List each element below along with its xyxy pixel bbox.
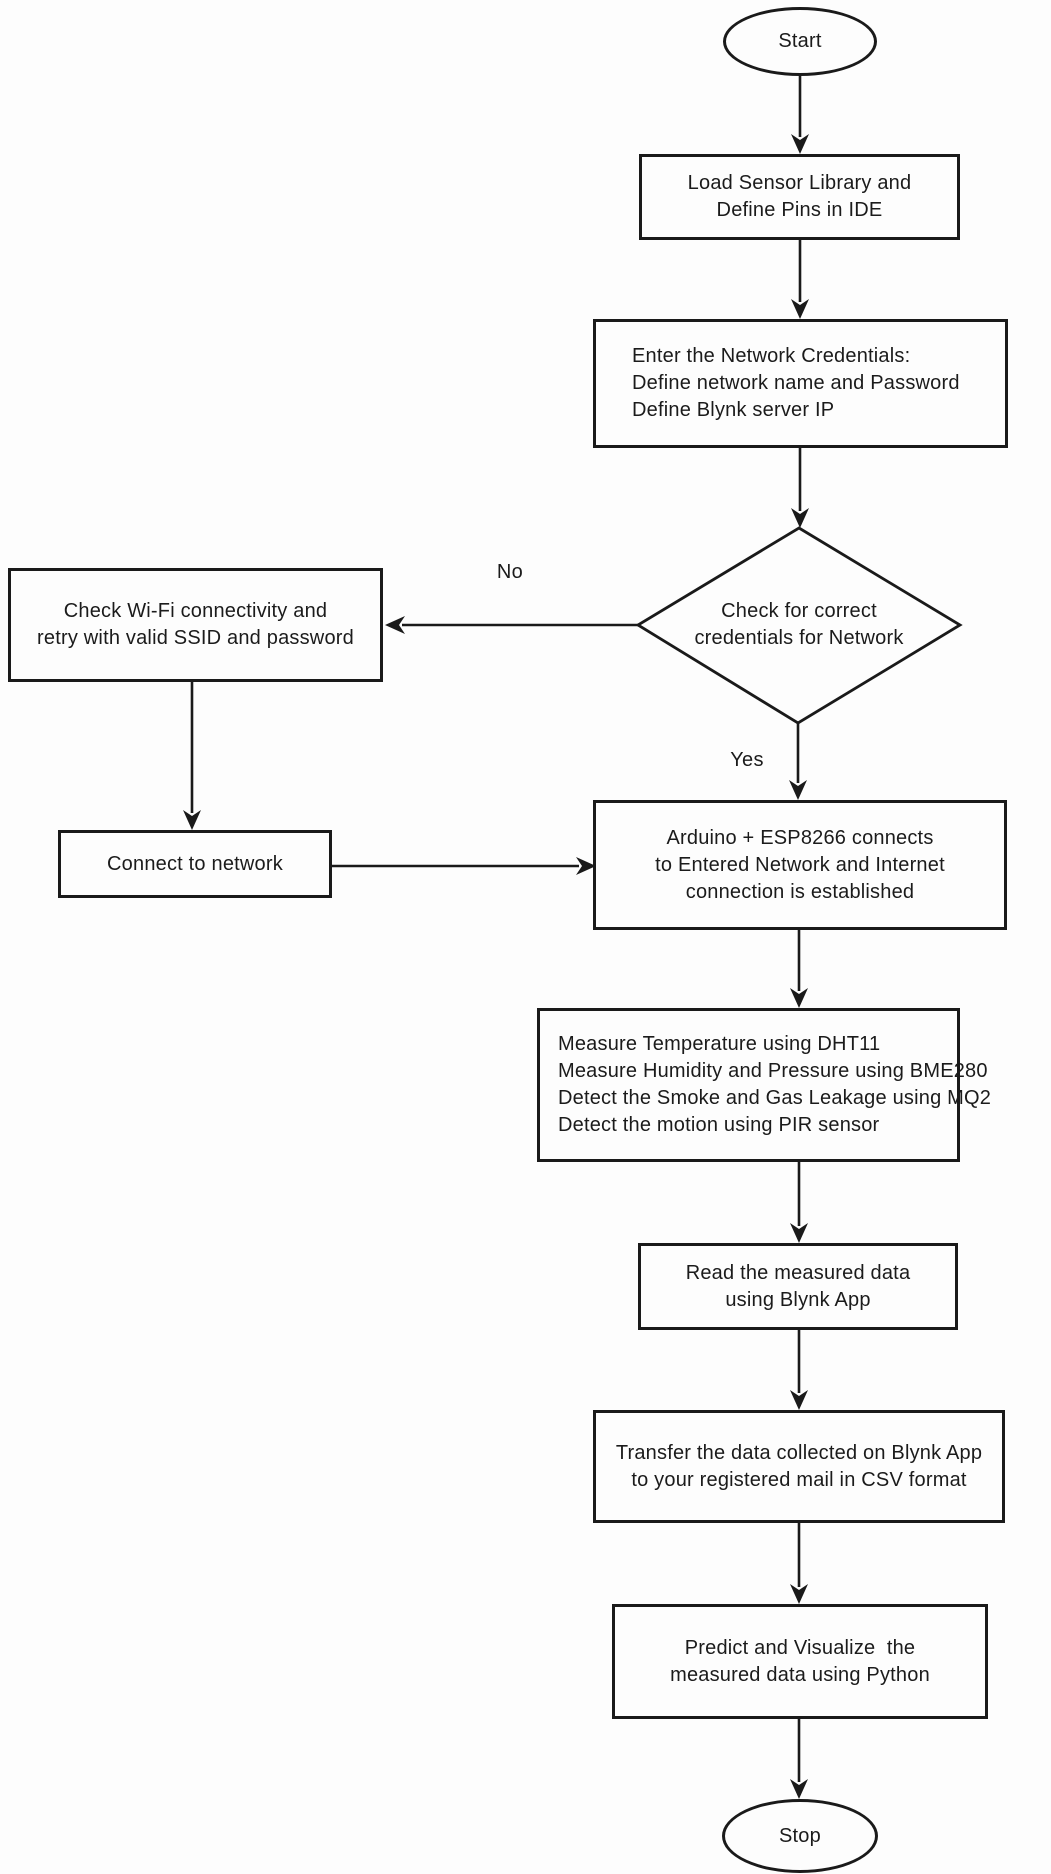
node-text-line: Transfer the data collected on Blynk App xyxy=(615,1441,983,1464)
edge-label-yes: Yes xyxy=(730,749,764,771)
process-transfer-data-csv: Transfer the data collected on Blynk App… xyxy=(593,1410,1005,1523)
edge-connect-to-arduino xyxy=(332,857,596,875)
process-check-wifi-retry: Check Wi-Fi connectivity and retry with … xyxy=(8,568,383,682)
edge-arduino-to-measure xyxy=(790,930,808,1008)
edge-read-to-transfer xyxy=(790,1330,808,1410)
terminator-stop: Stop xyxy=(722,1799,878,1873)
node-text-line: Check Wi-Fi connectivity and xyxy=(63,600,328,622)
process-read-data-blynk: Read the measured data using Blynk App xyxy=(638,1243,958,1330)
node-text-line: Read the measured data xyxy=(685,1261,911,1284)
edge-credentials-to-decision xyxy=(791,448,809,528)
arrowhead-right xyxy=(576,857,596,875)
node-text-line: Define Pins in IDE xyxy=(716,199,883,221)
node-text-line: Define network name and Password xyxy=(632,372,960,394)
node-text-line: retry with valid SSID and password xyxy=(37,627,354,649)
edge-transfer-to-predict xyxy=(790,1523,808,1604)
node-text-line: connection is established xyxy=(685,880,915,903)
node-text-line: Measure Humidity and Pressure using BME2… xyxy=(558,1060,988,1082)
node-text-line: using Blynk App xyxy=(725,1288,871,1311)
node-text-line: credentials for Network xyxy=(694,627,904,649)
node-text-line: Load Sensor Library and xyxy=(687,172,912,194)
node-text-line: Predict and Visualize the xyxy=(684,1636,916,1659)
node-label: Connect to network xyxy=(107,852,283,875)
arrowhead-down xyxy=(790,1223,808,1243)
node-text-line: to Entered Network and Internet xyxy=(655,853,945,876)
node-text-line: Detect the motion using PIR sensor xyxy=(558,1114,880,1136)
process-connect-to-network: Connect to network xyxy=(58,830,332,898)
arrowhead-left xyxy=(385,616,405,634)
terminator-start: Start xyxy=(723,7,877,76)
arrowhead-down xyxy=(790,988,808,1008)
edge-wifi-to-connect xyxy=(183,682,201,830)
process-measure-sensors: Measure Temperature using DHT11 Measure … xyxy=(537,1008,991,1162)
node-text-line: Define Blynk server IP xyxy=(632,399,835,421)
edge-decision-no-to-wifi xyxy=(385,616,638,634)
node-text-line: Detect the Smoke and Gas Leakage using M… xyxy=(558,1087,992,1109)
node-text-line: Check for correct xyxy=(721,600,877,622)
arrowhead-down xyxy=(791,134,809,154)
node-text-line: Enter the Network Credentials: xyxy=(632,345,911,367)
node-label: Stop xyxy=(779,1824,821,1847)
arrowhead-down xyxy=(791,508,809,528)
decision-check-credentials: Check for correct credentials for Networ… xyxy=(664,584,934,666)
edge-measure-to-read xyxy=(790,1162,808,1243)
edge-label-no: No xyxy=(496,561,524,583)
process-enter-network-credentials: Enter the Network Credentials: Define ne… xyxy=(593,319,1008,448)
edge-start-to-load xyxy=(791,75,809,154)
node-text-line: Measure Temperature using DHT11 xyxy=(558,1033,881,1055)
arrowhead-down xyxy=(790,1390,808,1410)
edge-decision-yes-to-arduino xyxy=(789,723,807,800)
arrowhead-down xyxy=(183,810,201,830)
node-label: Start xyxy=(778,30,822,52)
process-predict-visualize-python: Predict and Visualize the measured data … xyxy=(612,1604,988,1719)
arrowhead-down xyxy=(790,1779,808,1799)
node-text-line: to your registered mail in CSV format xyxy=(631,1468,967,1491)
arrowhead-down xyxy=(791,299,809,319)
edge-predict-to-stop xyxy=(790,1719,808,1799)
process-arduino-esp8266-connects: Arduino + ESP8266 connects to Entered Ne… xyxy=(593,800,1007,930)
edge-load-to-credentials xyxy=(791,240,809,319)
arrowhead-down xyxy=(790,1584,808,1604)
arrowhead-down xyxy=(789,780,807,800)
node-text-line: measured data using Python xyxy=(670,1663,930,1686)
process-load-sensor-library: Load Sensor Library and Define Pins in I… xyxy=(639,154,960,240)
node-text-line: Arduino + ESP8266 connects xyxy=(666,826,934,849)
